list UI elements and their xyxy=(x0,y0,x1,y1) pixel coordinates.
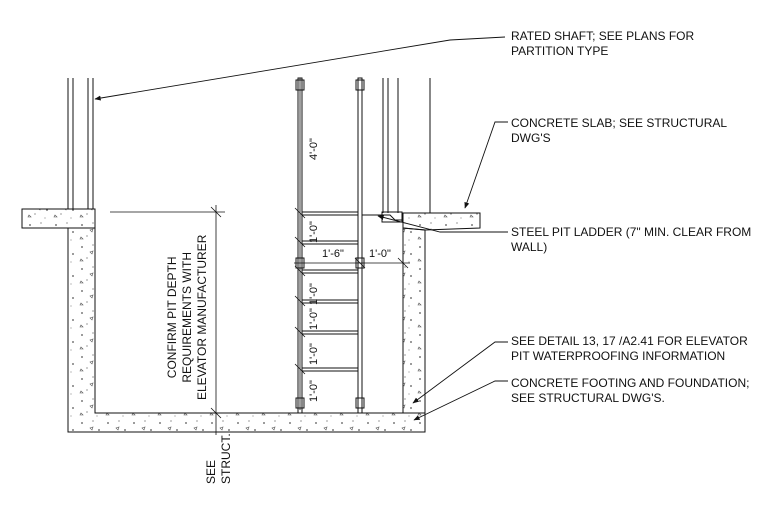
pit-depth-note: CONFIRM PIT DEPTH REQUIREMENTS WITH ELEV… xyxy=(165,235,210,400)
note-line: DWG'S xyxy=(511,131,551,145)
note-concrete-slab: CONCRETE SLAB; SEE STRUCTURAL DWG'S xyxy=(511,116,727,146)
leader-footing xyxy=(413,380,508,421)
note-line: STRUCT. xyxy=(219,433,233,484)
note-line: PIT WATERPROOFING INFORMATION xyxy=(511,349,726,363)
leader-lines xyxy=(94,36,508,421)
note-line: CONCRETE SLAB; SEE STRUCTURAL xyxy=(511,116,728,130)
pit-right-wall xyxy=(402,227,426,414)
note-line: CONCRETE FOOTING AND FOUNDATION; xyxy=(511,376,750,390)
see-struct-note: SEE STRUCT. xyxy=(204,433,234,484)
leader-rated-shaft xyxy=(94,36,506,101)
leader-waterproofing xyxy=(412,341,508,404)
note-line: REQUIREMENTS WITH xyxy=(180,251,194,383)
dim-rung-3: 1'-0" xyxy=(308,283,320,305)
note-steel-ladder: STEEL PIT LADDER (7" MIN. CLEAR FROM WAL… xyxy=(511,225,751,255)
leader-concrete-slab xyxy=(464,121,508,209)
concrete-structure xyxy=(21,208,481,433)
note-line: SEE xyxy=(204,459,218,484)
dim-rung-1: 1'-0" xyxy=(308,221,320,243)
dim-upper: 4'-0" xyxy=(308,138,320,160)
slab-left xyxy=(21,208,96,229)
shaft-walls xyxy=(67,78,431,213)
dimension-lines xyxy=(110,78,410,435)
dim-wall-clearance: 1'-0" xyxy=(369,248,391,260)
note-line: RATED SHAFT; SEE PLANS FOR xyxy=(511,29,695,43)
leader-steel-ladder xyxy=(377,214,508,233)
note-line: STEEL PIT LADDER (7" MIN. CLEAR FROM xyxy=(511,225,752,239)
dim-ladder-width: 1'-6" xyxy=(322,248,344,260)
dim-rung-4: 1'-0" xyxy=(308,343,320,365)
note-line: CONFIRM PIT DEPTH xyxy=(165,256,179,379)
dim-rung-2: 1'-0" xyxy=(308,308,320,330)
note-line: WALL) xyxy=(511,240,548,254)
note-line: ELEVATOR MANUFACTURER xyxy=(195,234,209,400)
note-line: SEE DETAIL 13, 17 /A2.41 FOR ELEVATOR xyxy=(511,334,748,348)
dim-rung-5: 1'-0" xyxy=(308,380,320,402)
note-waterproofing: SEE DETAIL 13, 17 /A2.41 FOR ELEVATOR PI… xyxy=(511,334,748,364)
note-line: PARTITION TYPE xyxy=(511,44,609,58)
note-footing: CONCRETE FOOTING AND FOUNDATION; SEE STR… xyxy=(511,376,749,406)
slab-right xyxy=(402,212,481,231)
note-line: SEE STRUCTURAL DWG'S. xyxy=(511,391,665,405)
note-rated-shaft: RATED SHAFT; SEE PLANS FOR PARTITION TYP… xyxy=(511,29,694,59)
